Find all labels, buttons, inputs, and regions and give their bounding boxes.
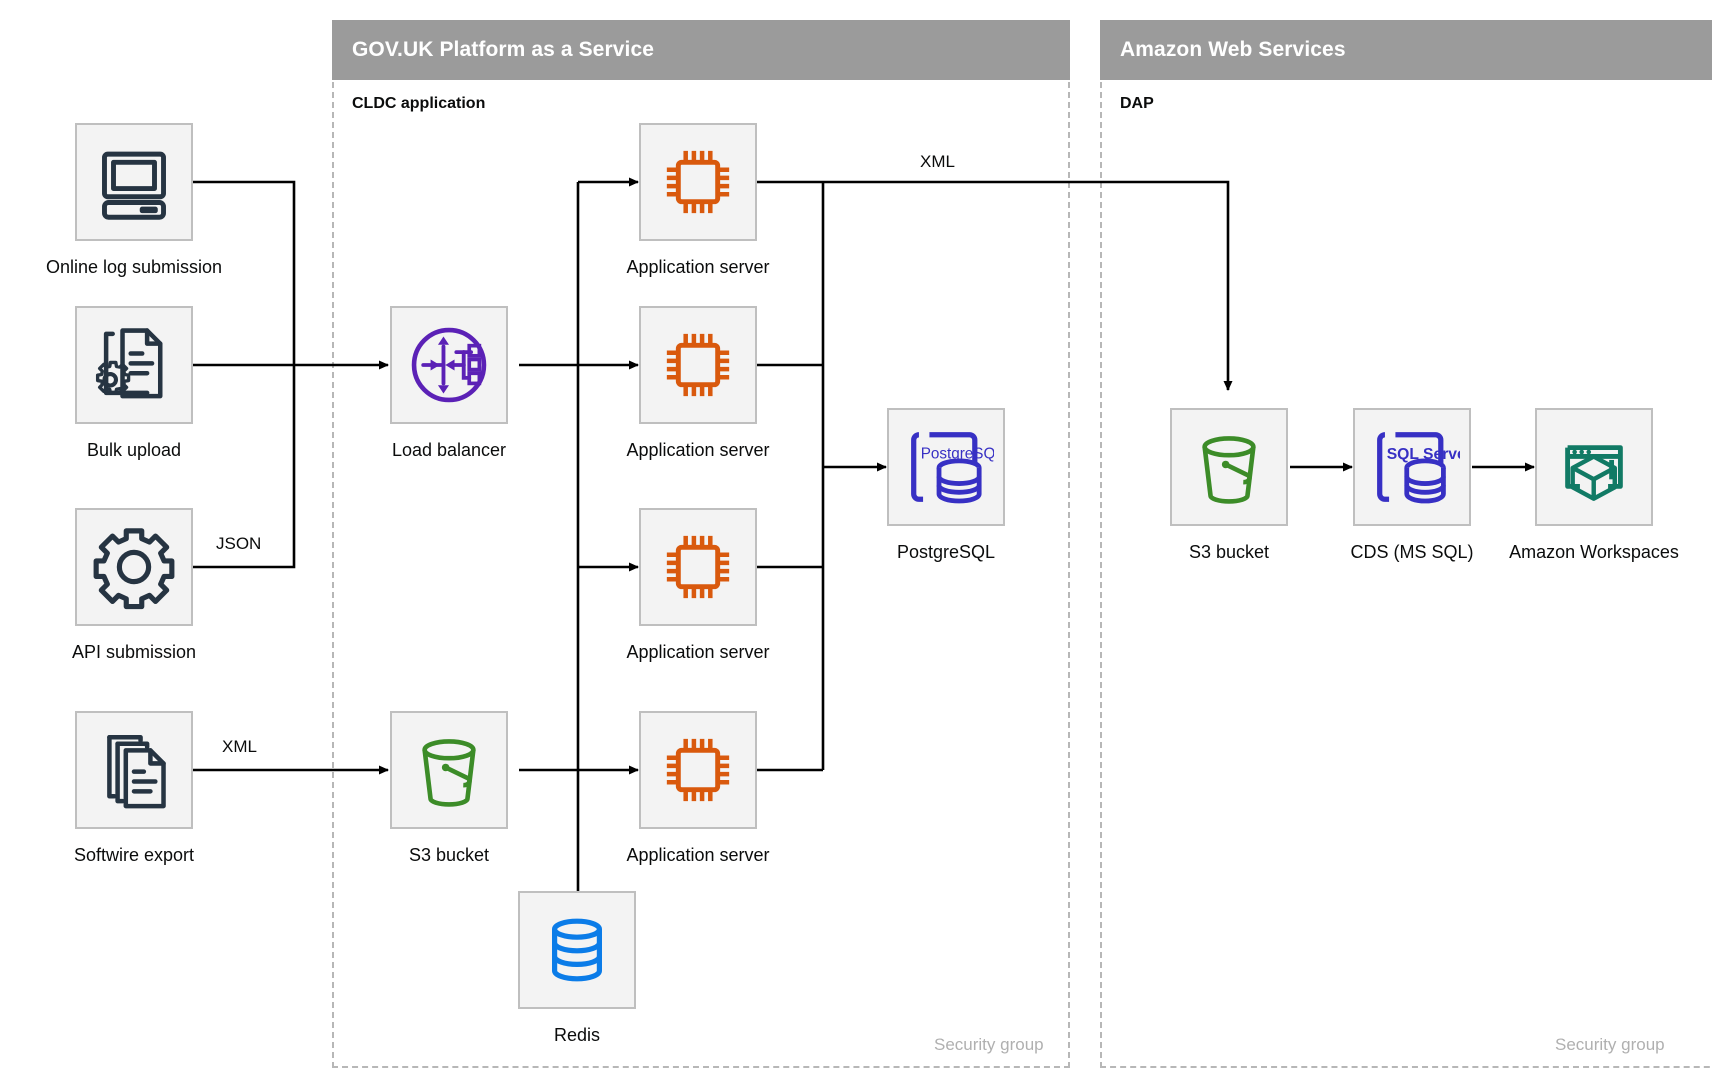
group-inner-label-aws: DAP	[1120, 95, 1154, 112]
sql-server-icon-text: SQL Server	[1387, 446, 1460, 463]
node-application-server-2-box	[639, 306, 757, 424]
node-load-balancer-label: Load balancer	[391, 440, 507, 460]
gear-icon	[93, 528, 175, 610]
node-bulk-upload[interactable]: Bulk upload	[75, 306, 193, 460]
cpu-chip-icon	[666, 333, 730, 397]
node-cds-ms-sql[interactable]: SQL Server CDS (MS SQL)	[1350, 408, 1474, 562]
node-load-balancer[interactable]: Load balancer	[390, 306, 508, 460]
security-group-label-paas: Security group	[934, 1035, 1044, 1054]
group-header-aws: Amazon Web Services	[1100, 20, 1712, 80]
postgresql-icon: PostgreSQL	[911, 432, 994, 504]
cpu-chip-icon	[666, 738, 730, 802]
group-header-paas-label: GOV.UK Platform as a Service	[352, 38, 654, 61]
node-application-server-2[interactable]: Application server	[626, 306, 770, 460]
group-header-paas: GOV.UK Platform as a Service	[332, 20, 1070, 80]
node-online-log-submission[interactable]: Online log submission	[46, 123, 222, 277]
node-redis-label: Redis	[553, 1025, 601, 1045]
node-s3-bucket-paas[interactable]: S3 bucket	[390, 711, 508, 865]
postgresql-icon-text: PostgreSQL	[921, 445, 994, 462]
node-redis-box	[518, 891, 636, 1009]
node-application-server-4[interactable]: Application server	[626, 711, 770, 865]
bucket-icon	[1202, 436, 1256, 504]
node-amazon-workspaces-box	[1535, 408, 1653, 526]
bucket-handle-dot	[441, 763, 450, 772]
security-group-label-aws: Security group	[1555, 1035, 1665, 1054]
node-s3-bucket-aws-label: S3 bucket	[1188, 542, 1270, 562]
node-s3-bucket-aws[interactable]: S3 bucket	[1170, 408, 1288, 562]
node-application-server-3-label: Application server	[626, 642, 770, 662]
node-postgresql-box: PostgreSQL	[887, 408, 1005, 526]
node-s3-bucket-paas-box	[390, 711, 508, 829]
document-gear-icon	[95, 328, 163, 399]
cpu-chip-icon	[666, 535, 730, 599]
node-bulk-upload-label: Bulk upload	[86, 440, 182, 460]
group-inner-label-paas: CLDC application	[352, 95, 486, 112]
node-application-server-2-label: Application server	[626, 440, 770, 460]
node-api-submission[interactable]: API submission	[72, 508, 196, 662]
node-softwire-export-label: Softwire export	[73, 845, 195, 865]
node-application-server-1-box	[639, 123, 757, 241]
workspaces-cube-icon	[1565, 445, 1623, 501]
node-online-log-submission-label: Online log submission	[45, 257, 223, 277]
node-application-server-4-box	[639, 711, 757, 829]
node-softwire-export[interactable]: Softwire export	[74, 711, 194, 865]
node-postgresql-label: PostgreSQL	[896, 542, 996, 562]
node-softwire-export-box	[75, 711, 193, 829]
node-load-balancer-box	[390, 306, 508, 424]
node-s3-bucket-paas-label: S3 bucket	[408, 845, 490, 865]
bucket-icon	[422, 739, 476, 807]
node-cds-ms-sql-label: CDS (MS SQL)	[1350, 542, 1474, 562]
node-api-submission-box	[75, 508, 193, 626]
node-application-server-3-box	[639, 508, 757, 626]
node-api-submission-label: API submission	[71, 642, 197, 662]
node-cds-ms-sql-box: SQL Server	[1353, 408, 1471, 526]
window-dots	[1572, 449, 1592, 455]
node-postgresql[interactable]: PostgreSQL PostgreSQL	[887, 408, 1005, 562]
node-application-server-1[interactable]: Application server	[626, 123, 770, 277]
node-amazon-workspaces-label: Amazon Workspaces	[1509, 542, 1679, 562]
desktop-computer-icon	[102, 151, 166, 220]
edge-label-xml-softwire: XML	[222, 737, 257, 756]
node-application-server-4-label: Application server	[626, 845, 770, 865]
node-online-log-submission-box	[75, 123, 193, 241]
node-redis[interactable]: Redis	[518, 891, 636, 1045]
edge-label-xml-dap: XML	[920, 152, 955, 171]
node-bulk-upload-box	[75, 306, 193, 424]
node-amazon-workspaces[interactable]: Amazon Workspaces	[1509, 408, 1679, 562]
bucket-handle-dot	[1221, 460, 1230, 469]
edge-label-json: JSON	[216, 534, 262, 553]
document-stack-icon	[107, 734, 166, 809]
database-cylinder-icon	[552, 918, 602, 982]
group-box-paas	[332, 82, 1070, 1068]
group-header-aws-label: Amazon Web Services	[1120, 38, 1346, 61]
node-application-server-3[interactable]: Application server	[626, 508, 770, 662]
computer-led	[139, 206, 158, 214]
cpu-chip-icon	[666, 150, 730, 214]
node-application-server-1-label: Application server	[626, 257, 770, 277]
load-balancer-icon	[411, 327, 487, 403]
node-s3-bucket-aws-box	[1170, 408, 1288, 526]
sql-server-icon: SQL Server	[1377, 432, 1460, 504]
group-box-aws	[1100, 82, 1712, 1068]
